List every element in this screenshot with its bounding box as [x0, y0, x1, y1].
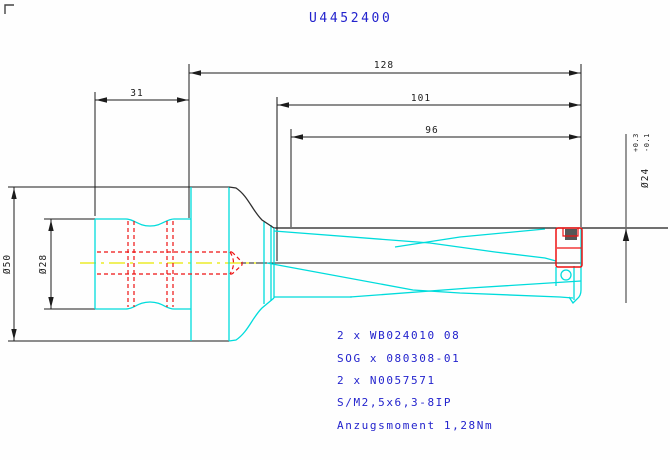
dim-label-cutting-diameter: Ø24 +0.3 -0.1 — [632, 133, 651, 188]
clamp-screw-head — [565, 229, 577, 240]
dim-label-body-length: 101 — [411, 93, 431, 104]
cone-contour — [228, 186, 275, 229]
svg-text:Ø28: Ø28 — [38, 254, 49, 274]
parts-list-line-2: SOG x 080308-01 — [337, 352, 460, 365]
parts-list-line-5: Anzugsmoment 1,28Nm — [337, 419, 493, 432]
parts-list-line-1: 2 x WB024010 08 — [337, 329, 460, 342]
hidden-lines — [97, 221, 243, 307]
dimension-lines — [8, 64, 668, 342]
drawing-title: U4452400 — [309, 11, 392, 26]
corner-mark — [4, 4, 14, 14]
insert-outline — [555, 227, 583, 268]
dim-label-shank-diameter: Ø28 — [38, 254, 49, 274]
parts-list: 2 x WB024010 08 SOG x 080308-01 2 x N005… — [337, 329, 493, 432]
dim-label-flange-diameter: Ø50 — [2, 254, 13, 274]
svg-text:Ø50: Ø50 — [2, 254, 13, 274]
tolerance-lower: -0.1 — [643, 133, 651, 152]
tolerance-upper: +0.3 — [632, 133, 640, 152]
dimension-arrowheads — [11, 70, 630, 340]
dim-label-shank-length: 31 — [130, 88, 143, 99]
svg-text:Ø24: Ø24 — [640, 168, 651, 188]
tool-outline — [94, 187, 582, 342]
parts-list-line-3: 2 x N0057571 — [337, 374, 436, 387]
parts-list-line-4: S/M2,5x6,3-8IP — [337, 396, 452, 409]
dim-label-overall-length: 128 — [374, 60, 394, 71]
dim-label-flute-length: 96 — [425, 125, 438, 136]
